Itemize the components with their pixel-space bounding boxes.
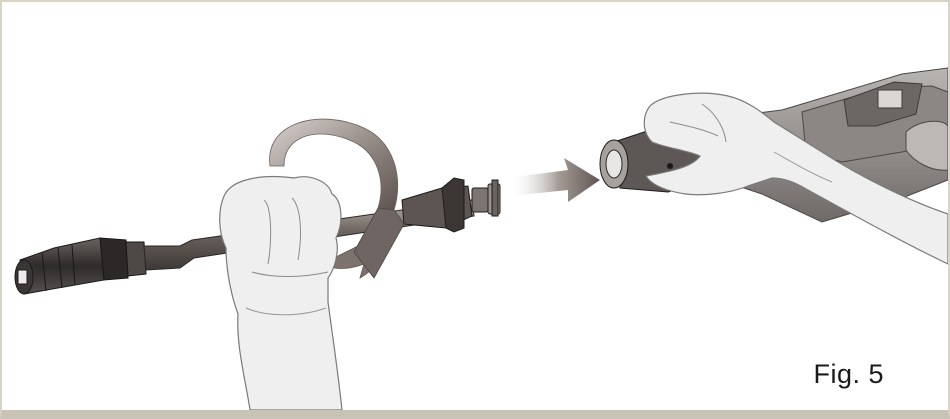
figure-label: Fig. 5 xyxy=(813,359,884,390)
figure-illustration xyxy=(2,2,948,410)
lance-connector xyxy=(402,178,500,232)
insert-arrow-icon xyxy=(508,158,600,202)
left-hand xyxy=(220,177,342,410)
lance-nozzle xyxy=(15,238,146,294)
